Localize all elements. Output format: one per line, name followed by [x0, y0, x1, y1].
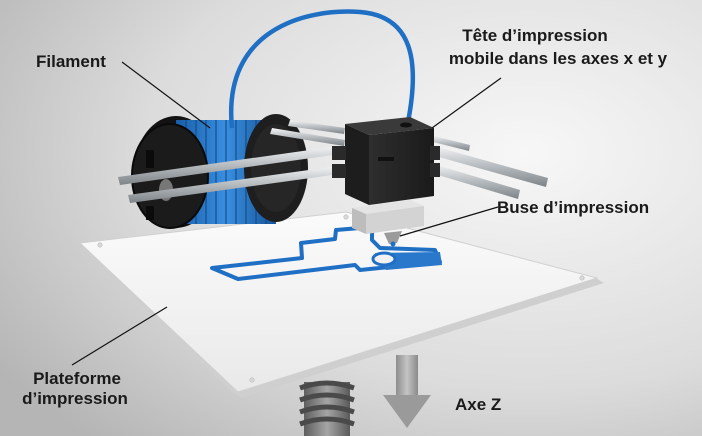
print-head [332, 117, 440, 205]
z-axis-arrow [383, 355, 431, 428]
label-platform-line2: d’impression [22, 389, 128, 408]
print-nozzle [352, 200, 424, 247]
leader-lines [71, 61, 502, 366]
label-platform-line1: Plateforme [33, 369, 121, 388]
nozzle-leader [399, 206, 499, 237]
z-spring [299, 380, 355, 436]
label-head-line1: Tête d’impression [462, 26, 607, 45]
guide-rods [118, 120, 548, 203]
head-leader [431, 77, 502, 129]
filament-leader [121, 61, 211, 129]
label-head-line2: mobile dans les axes x et y [449, 49, 668, 68]
filament-tube [228, 9, 416, 129]
platform-leader [71, 306, 168, 366]
printed-object [210, 225, 442, 281]
label-filament: Filament [36, 52, 106, 71]
label-nozzle: Buse d’impression [497, 198, 649, 217]
platform-screws [97, 214, 585, 383]
label-z-axis: Axe Z [455, 395, 501, 414]
